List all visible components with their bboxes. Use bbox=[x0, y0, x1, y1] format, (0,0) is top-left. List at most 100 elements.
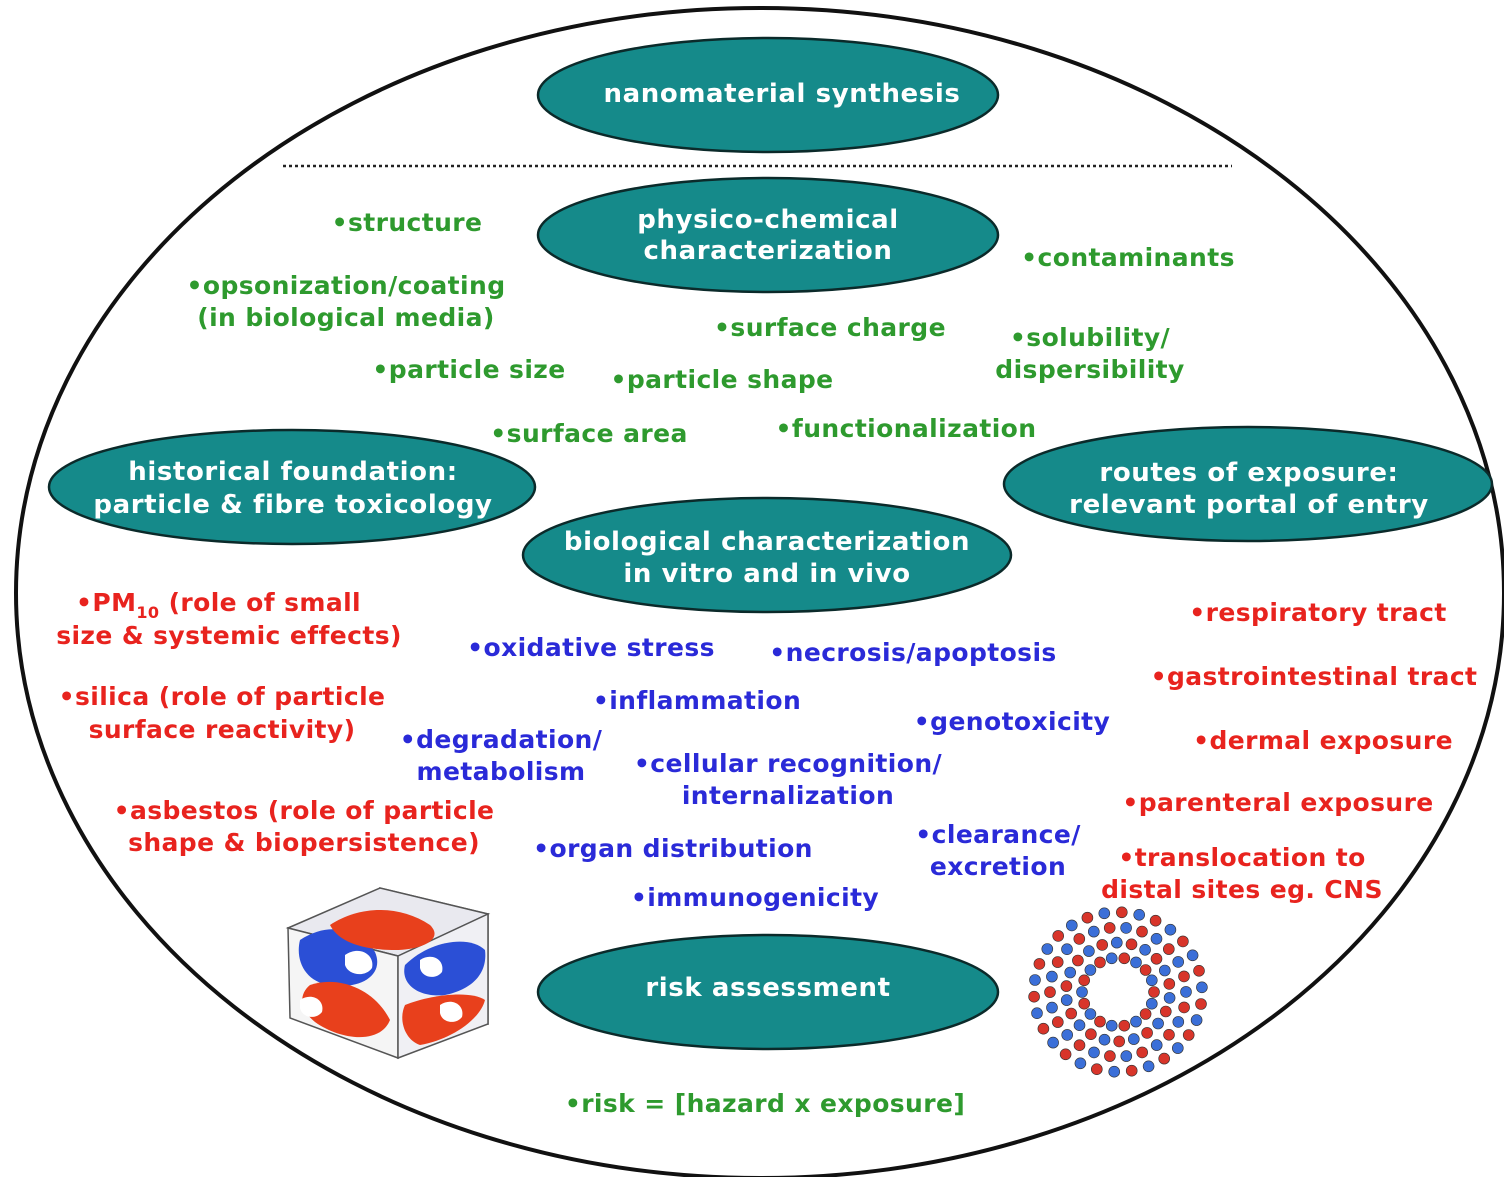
item-oxidative-stress: •oxidative stress bbox=[467, 633, 715, 662]
nanotube-atom bbox=[1150, 1039, 1163, 1051]
nanotube-atom bbox=[1163, 1029, 1175, 1041]
nanotube-atom bbox=[1088, 1046, 1100, 1059]
nanostructure-cube-illustration bbox=[285, 887, 491, 1060]
nanotube-atom bbox=[1084, 964, 1097, 976]
nanotube-atom bbox=[1060, 980, 1073, 992]
historical-items: •PM10 (role of small size & systemic eff… bbox=[56, 588, 494, 857]
nanotube-atom bbox=[1178, 970, 1190, 983]
item-translocation-line1: •translocation to bbox=[1118, 843, 1365, 872]
item-functionalization: •functionalization bbox=[776, 414, 1037, 443]
item-cellular-recognition-line2: internalization bbox=[682, 781, 894, 810]
nanotube-atom bbox=[1031, 1007, 1043, 1020]
nanotube-atom bbox=[1139, 1008, 1152, 1020]
nanotube-atom bbox=[1149, 914, 1162, 927]
nanotube-atom bbox=[1172, 1042, 1184, 1054]
item-silica-line1: •silica (role of particle bbox=[59, 682, 386, 711]
node-risk-label: risk assessment bbox=[645, 973, 890, 1003]
nanotube-atom bbox=[1091, 1063, 1103, 1075]
nanotube-atom bbox=[1073, 1039, 1086, 1051]
nanotube-atom bbox=[1105, 1019, 1118, 1032]
nanotube-atom bbox=[1146, 997, 1158, 1010]
item-inflammation: •inflammation bbox=[593, 686, 801, 715]
nanotube-atom bbox=[1190, 1014, 1203, 1026]
item-pm10-line1: •PM10 (role of small bbox=[76, 588, 361, 622]
nanotube-atom bbox=[1136, 1046, 1148, 1059]
node-biological-line2: in vitro and in vivo bbox=[623, 559, 910, 589]
nanotube-atom bbox=[1060, 994, 1073, 1006]
nanotube-atom bbox=[1074, 1057, 1087, 1070]
node-synthesis: nanomaterial synthesis bbox=[536, 36, 1000, 154]
nanotube-atom bbox=[1139, 964, 1152, 976]
item-pm10-subscript: 10 bbox=[136, 603, 159, 622]
node-risk: risk assessment bbox=[536, 933, 1000, 1051]
item-pm10-prefix: •PM bbox=[76, 588, 136, 617]
nanotube-atom bbox=[1078, 974, 1090, 987]
nanotube-atom bbox=[1118, 1019, 1131, 1032]
nanotube-atom bbox=[1066, 919, 1078, 932]
nanotube-atom bbox=[1044, 986, 1056, 998]
nanotube-atom bbox=[1076, 986, 1088, 998]
item-respiratory: •respiratory tract bbox=[1189, 598, 1446, 627]
nanotube-atom bbox=[1136, 925, 1148, 938]
nanotube-atom bbox=[1163, 943, 1175, 955]
nanotube-atom bbox=[1152, 1017, 1164, 1030]
nanotube-atom bbox=[1150, 952, 1163, 965]
nanotube-atom bbox=[1059, 1048, 1072, 1061]
nanotube-atom bbox=[1096, 939, 1108, 951]
nanotube-atom bbox=[1051, 956, 1064, 968]
nanotube-atom bbox=[1088, 925, 1100, 938]
nanotube-atom bbox=[1177, 935, 1189, 948]
item-dermal: •dermal exposure bbox=[1193, 726, 1453, 755]
nanotube-atom bbox=[1041, 943, 1054, 955]
nanotube-atom bbox=[1052, 1016, 1064, 1028]
nanotube-ring-illustration bbox=[1028, 906, 1208, 1078]
item-cellular-recognition-line1: •cellular recognition/ bbox=[634, 749, 943, 778]
node-routes-line1: routes of exposure: bbox=[1099, 458, 1398, 488]
item-surface-area: •surface area bbox=[490, 419, 687, 448]
item-immunogenicity: •immunogenicity bbox=[631, 883, 879, 912]
nanotube-atom bbox=[1094, 956, 1106, 969]
node-historical: historical foundation: particle & fibre … bbox=[47, 428, 537, 546]
nanotube-atom bbox=[1065, 1007, 1077, 1020]
nanotube-atom bbox=[1105, 952, 1118, 965]
nanotube-atom bbox=[1064, 966, 1076, 979]
node-physicochemical-line2: characterization bbox=[643, 236, 892, 266]
nanotube-atom bbox=[1125, 938, 1138, 951]
nanotube-atom bbox=[1158, 1052, 1170, 1065]
nanotube-atom bbox=[1142, 1060, 1155, 1073]
nanotube-atom bbox=[1084, 1008, 1097, 1020]
nanotube-atom bbox=[1028, 990, 1040, 1003]
nanotube-atom bbox=[1033, 958, 1046, 970]
nanotube-atom bbox=[1130, 956, 1142, 969]
nanotube-atom bbox=[1172, 956, 1184, 968]
nanotube-atom bbox=[1104, 1050, 1116, 1062]
nanotube-atom bbox=[1128, 1033, 1140, 1045]
physicochemical-items: •structure •contaminants •opsonization/c… bbox=[187, 208, 1235, 448]
nanotube-atom bbox=[1141, 1027, 1153, 1039]
item-opsonization-line1: •opsonization/coating bbox=[187, 271, 506, 300]
item-solubility-line2: dispersibility bbox=[995, 355, 1184, 384]
nanotube-atom bbox=[1133, 908, 1145, 921]
nanotube-atom bbox=[1146, 974, 1158, 987]
nanotube-atom bbox=[1125, 1064, 1138, 1077]
nanotube-atom bbox=[1072, 954, 1084, 967]
node-biological: biological characterization in vitro and… bbox=[521, 496, 1013, 614]
item-organ-distribution: •organ distribution bbox=[533, 834, 813, 863]
nanotube-atom bbox=[1116, 906, 1128, 919]
item-particle-size: •particle size bbox=[372, 355, 565, 384]
biological-items: •oxidative stress •necrosis/apoptosis •i… bbox=[400, 633, 1110, 912]
item-contaminants: •contaminants bbox=[1021, 243, 1235, 272]
nanotube-atom bbox=[1150, 932, 1163, 945]
nanotube-atom bbox=[1073, 1019, 1086, 1031]
nanotube-atom bbox=[1120, 1050, 1133, 1062]
item-solubility-line1: •solubility/ bbox=[1010, 323, 1171, 352]
nanotube-atom bbox=[1083, 945, 1095, 957]
item-degradation-line1: •degradation/ bbox=[400, 725, 603, 754]
item-pm10-line2: size & systemic effects) bbox=[56, 621, 402, 650]
nanotube-atom bbox=[1061, 1029, 1073, 1041]
item-translocation-line2: distal sites eg. CNS bbox=[1101, 875, 1383, 904]
node-biological-line1: biological characterization bbox=[564, 527, 970, 557]
nanotube-atom bbox=[1078, 997, 1090, 1010]
nanotube-atom bbox=[1103, 922, 1116, 934]
